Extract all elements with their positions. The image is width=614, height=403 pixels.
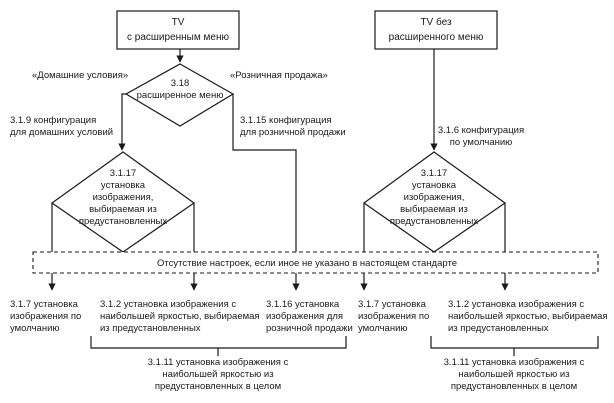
group-left-bracket [90,336,347,356]
config-default-line2: по умолчанию [450,137,513,148]
group-left-line3: предустановленных в целом [155,381,281,392]
group-left-line1: 3.1.11 установка изображения с [148,357,289,368]
branch-label-retail: «Розничная продажа» [230,70,328,81]
config-home-line1: 3.1.9 конфигурация [10,115,96,126]
config-retail-line1: 3.1.15 конфигурация [240,115,332,126]
connectors [51,49,506,252]
preset-right-line3: изображения, [404,192,465,203]
connector-menu-to-home [118,93,126,151]
outcome-2-line1: 3.1.2 установка изображения с [100,299,236,310]
outcome-4-line3: умолчанию [358,323,408,334]
outcome-3-line2: изображения для [266,311,343,322]
outcome-4-line2: изображения по [358,311,429,322]
tv-no-extended-line1: TV без [420,16,452,28]
extended-menu-label: расширенное меню [137,90,224,101]
tv-no-extended-line2: расширенного меню [389,32,484,43]
outcome-2-line3: из предустановленных [100,323,201,334]
preset-right-line1: 3.1.17 [421,168,447,179]
branch-label-home: «Домашние условия» [32,70,128,81]
preset-left-line4: выбираемая из [89,204,157,215]
group-right-line2: наибольшей яркостью из [458,369,569,380]
preset-right-line5: предустановленных [390,216,478,227]
extended-menu-diamond [124,63,235,127]
preset-left-line2: установка [101,180,146,191]
tv-extended-line1: TV [172,17,185,28]
outcome-4-line1: 3.1.7 установка [358,299,427,310]
outcome-1-line1: 3.1.7 установка [10,299,79,310]
config-retail-line2: для розничной продажи [240,127,346,138]
outcome-3-line1: 3.1.16 установка [266,299,340,310]
preset-left-line5: предустановленных [79,216,167,227]
tv-no-extended-box [374,10,498,50]
config-home-line2: для домашних условий [10,127,113,138]
tv-extended-line2: с расширенным меню [127,32,229,43]
default-settings-band [32,251,599,274]
extended-menu-number: 3.18 [171,78,190,89]
connector-menu-to-retail [232,94,297,252]
default-settings-text: Отсутствие настроек, если иное не указан… [157,258,457,269]
preset-left-line1: 3.1.17 [110,168,136,179]
outcome-3-line3: розничной продажи [266,323,353,334]
group-right-bracket [430,336,599,356]
outcome-5-line3: из предустановленных [448,323,549,334]
config-default-line1: 3.1.6 конфигурация [438,125,524,136]
outcome-5-line1: 3.1.2 установка изображения с [448,299,584,310]
group-right-line1: 3.1.11 установка изображения с [444,357,585,368]
outcome-1-line2: изображения по [10,311,81,322]
outcome-1-line3: умолчанию [10,323,60,334]
tv-extended-box [116,10,240,50]
outcome-5-line2: наибольшей яркостью, выбираемая [448,311,608,322]
preset-right-line2: установка [412,180,457,191]
outcome-2-line2: наибольшей яркостью, выбираемая [100,311,260,322]
group-left-line2: наибольшей яркостью из [162,369,273,380]
group-right-line3: предустановленных в целом [451,381,577,392]
preset-left-line3: изображения, [93,192,154,203]
outcome-arrows [48,273,509,291]
preset-right-line4: выбираемая из [400,204,468,215]
